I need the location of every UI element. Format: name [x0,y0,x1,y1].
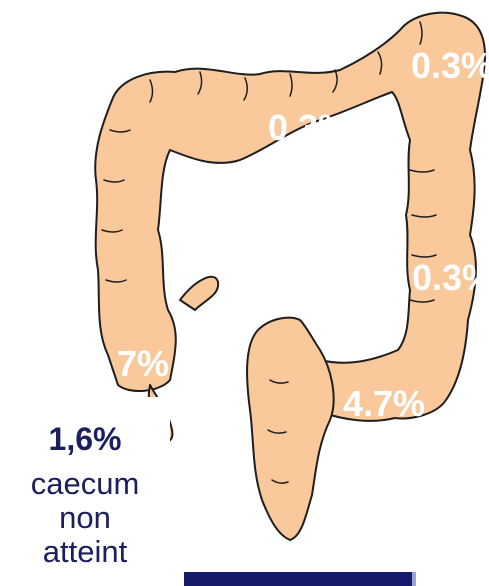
appendix-shape [180,277,218,310]
caecum-note-value: 1,6% [0,423,170,455]
caecum-note-line1: caecum [0,467,170,501]
rectum-shape [247,318,334,540]
bottom-bar [184,572,416,586]
caecum-note: 1,6% caecum non atteint [0,397,170,586]
caecum-note-line3: atteint [0,535,170,569]
caecum-note-line2: non [0,501,170,535]
